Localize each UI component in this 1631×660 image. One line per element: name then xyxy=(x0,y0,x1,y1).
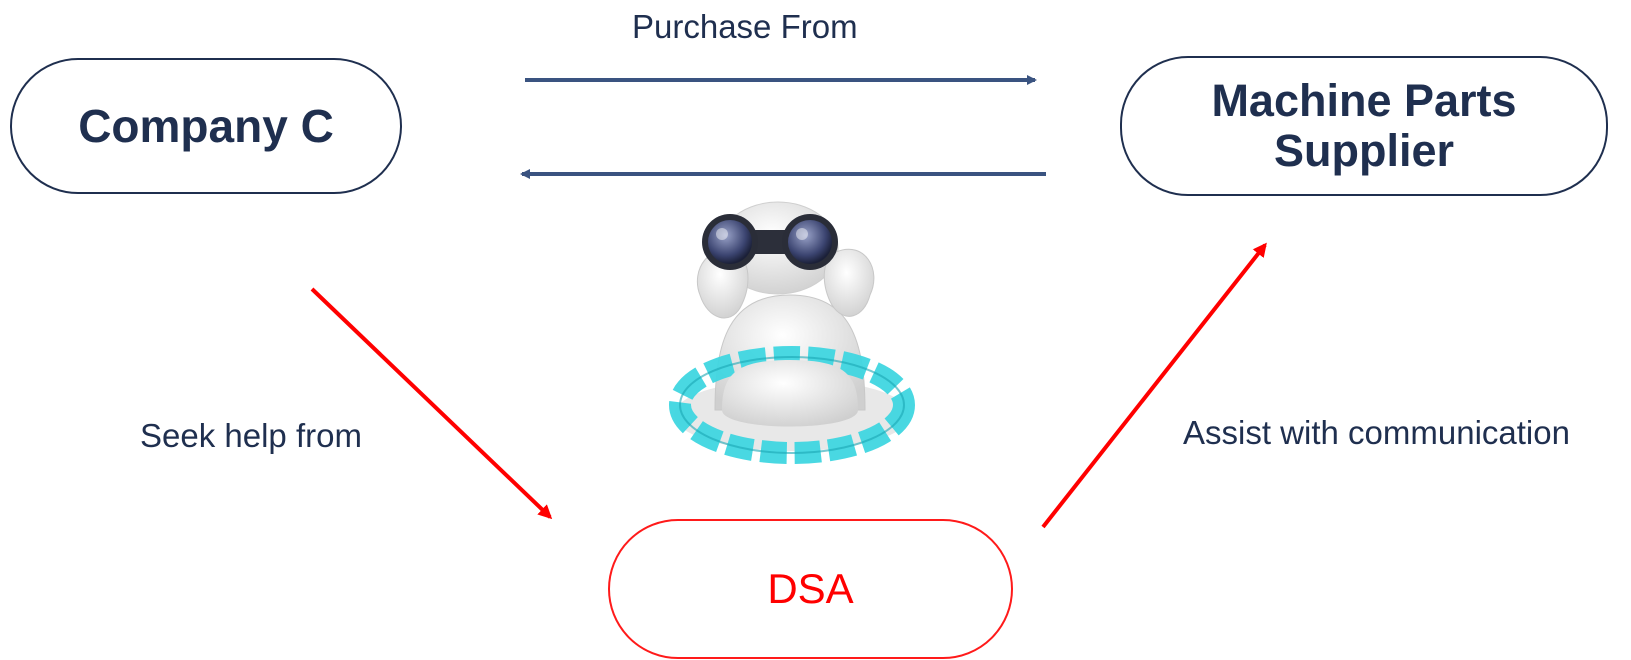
purchase-from-label: Purchase From xyxy=(632,8,858,45)
assist-arrow xyxy=(1041,242,1267,529)
seek-help-from-label: Seek help from xyxy=(140,417,362,454)
seek-help-arrow xyxy=(310,287,553,520)
dsa-node: DSA xyxy=(608,519,1013,659)
assist-with-communication-label: Assist with communication xyxy=(1183,414,1570,451)
machine-parts-supplier-label: Machine Parts Supplier xyxy=(1211,76,1516,176)
company-c-node: Company C xyxy=(10,58,402,194)
company-c-label: Company C xyxy=(78,100,334,152)
supplier-label-line1: Machine Parts xyxy=(1211,75,1517,126)
binoculars-search-figure-icon xyxy=(669,201,915,464)
supplier-label-line2: Supplier xyxy=(1273,125,1455,176)
machine-parts-supplier-node: Machine Parts Supplier xyxy=(1120,56,1608,196)
dsa-label: DSA xyxy=(767,565,854,612)
